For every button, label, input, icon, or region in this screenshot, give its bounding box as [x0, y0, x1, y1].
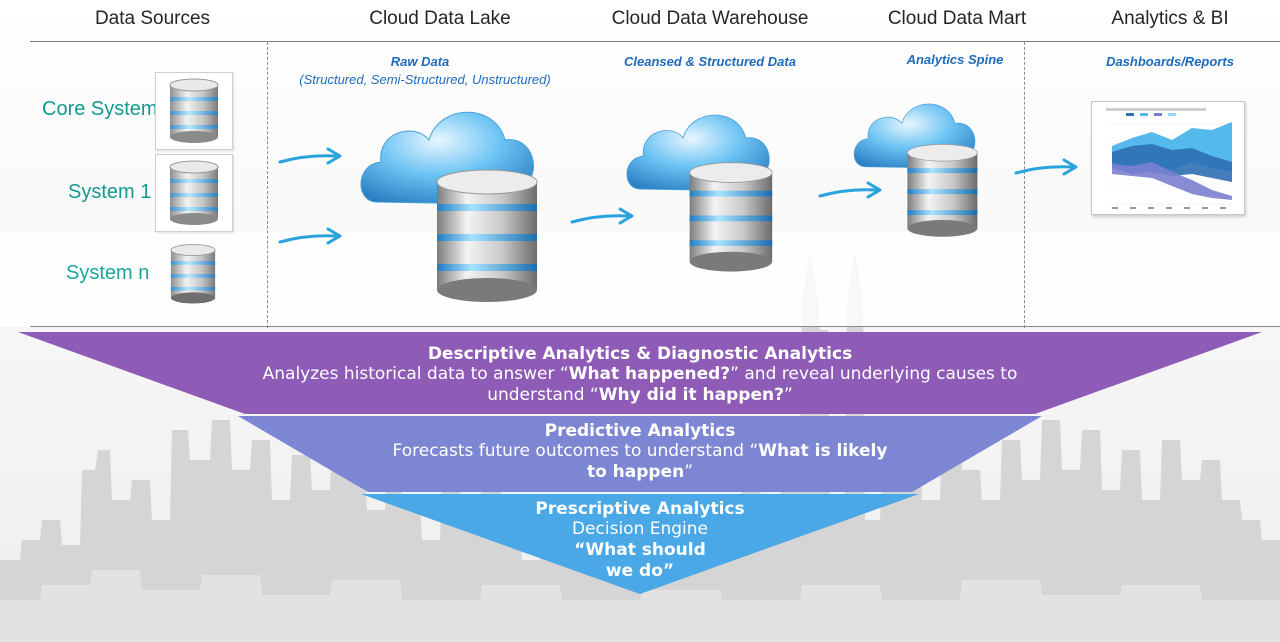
predictive-line-2: to happen”	[340, 462, 940, 483]
header-data-sources: Data Sources	[94, 8, 211, 29]
cloud-database-icon-mart	[853, 103, 978, 237]
funnel-predictive-text: Predictive Analytics Forecasts future ou…	[340, 421, 940, 483]
header-divider	[30, 41, 1280, 42]
header-cloud-data-lake: Cloud Data Lake	[369, 8, 511, 29]
cloud-database-icon-warehouse	[626, 114, 773, 272]
funnel-descriptive-text: Descriptive Analytics & Diagnostic Analy…	[200, 344, 1080, 406]
funnel-tier-predictive	[238, 416, 1042, 492]
database-icon-system-n	[170, 244, 216, 304]
predictive-line-1-bold: What is likely	[758, 441, 888, 461]
arrow-icon-mart-to-bi	[1014, 158, 1078, 176]
source-label-core-system: Core System	[42, 98, 158, 120]
header-analytics-bi: Analytics & BI	[1111, 8, 1229, 29]
descriptive-title: Descriptive Analytics & Diagnostic Analy…	[427, 344, 853, 364]
descriptive-line-2-pre: understand “	[487, 385, 599, 405]
area-chart-icon	[1106, 108, 1232, 209]
descriptive-line-2-bold: Why did it happen?	[598, 385, 784, 405]
funnel-prescriptive-text: Prescriptive Analytics Decision Engine “…	[490, 499, 790, 582]
predictive-line-2-post: ”	[684, 462, 694, 482]
prescriptive-title: Prescriptive Analytics	[535, 499, 745, 519]
prescriptive-line-3: we do”	[605, 561, 675, 581]
funnel-tier-prescriptive	[361, 494, 919, 594]
prescriptive-line-1: Decision Engine	[571, 519, 709, 539]
header-cloud-data-warehouse: Cloud Data Warehouse	[611, 8, 809, 29]
stage-label-bi: Dashboards/Reports	[1106, 54, 1234, 69]
source-label-system-1: System 1	[68, 181, 152, 203]
stage-label-mart: Analytics Spine	[906, 52, 1004, 67]
arrow-icon-lake-to-warehouse	[570, 207, 634, 225]
stage-label-raw-data: Raw Data	[390, 54, 450, 69]
database-icon	[169, 78, 219, 143]
source-box-core	[155, 72, 233, 150]
descriptive-line-1-bold: What happened?	[568, 364, 731, 384]
arrow-icon-core-to-lake	[278, 147, 342, 165]
predictive-line-1-pre: Forecasts future outcomes to understand …	[392, 441, 759, 461]
descriptive-line-1-pre: Analyzes historical data to answer “	[262, 364, 569, 384]
predictive-line-1: Forecasts future outcomes to understand …	[340, 441, 940, 462]
dashboard-thumbnail	[1091, 101, 1245, 215]
cloud-database-icon-lake	[360, 111, 538, 302]
source-box-system-1	[155, 154, 233, 232]
divider-sources-lake	[267, 42, 268, 328]
descriptive-line-1: Analyzes historical data to answer “What…	[200, 364, 1080, 385]
stage-sub-raw-data: (Structured, Semi-Structured, Unstructur…	[299, 72, 551, 87]
descriptive-line-2-post: ”	[783, 385, 793, 405]
stage-label-warehouse: Cleansed & Structured Data	[624, 54, 796, 69]
descriptive-line-1-post: ” and reveal underlying causes to	[730, 364, 1018, 384]
predictive-line-2-bold: to happen	[586, 462, 685, 482]
header-cloud-data-mart: Cloud Data Mart	[887, 8, 1027, 29]
pipeline-divider	[30, 326, 1280, 327]
arrow-icon-system1-to-lake	[278, 227, 342, 245]
arrow-icon-warehouse-to-mart	[818, 181, 882, 199]
source-label-system-n: System n	[66, 262, 150, 284]
divider-mart-bi	[1024, 42, 1025, 328]
descriptive-line-2: understand “Why did it happen?”	[200, 385, 1080, 406]
predictive-title: Predictive Analytics	[544, 421, 736, 441]
database-icon	[169, 160, 219, 225]
prescriptive-line-2: “What should	[574, 540, 706, 560]
funnel-tier-descriptive	[18, 332, 1262, 414]
